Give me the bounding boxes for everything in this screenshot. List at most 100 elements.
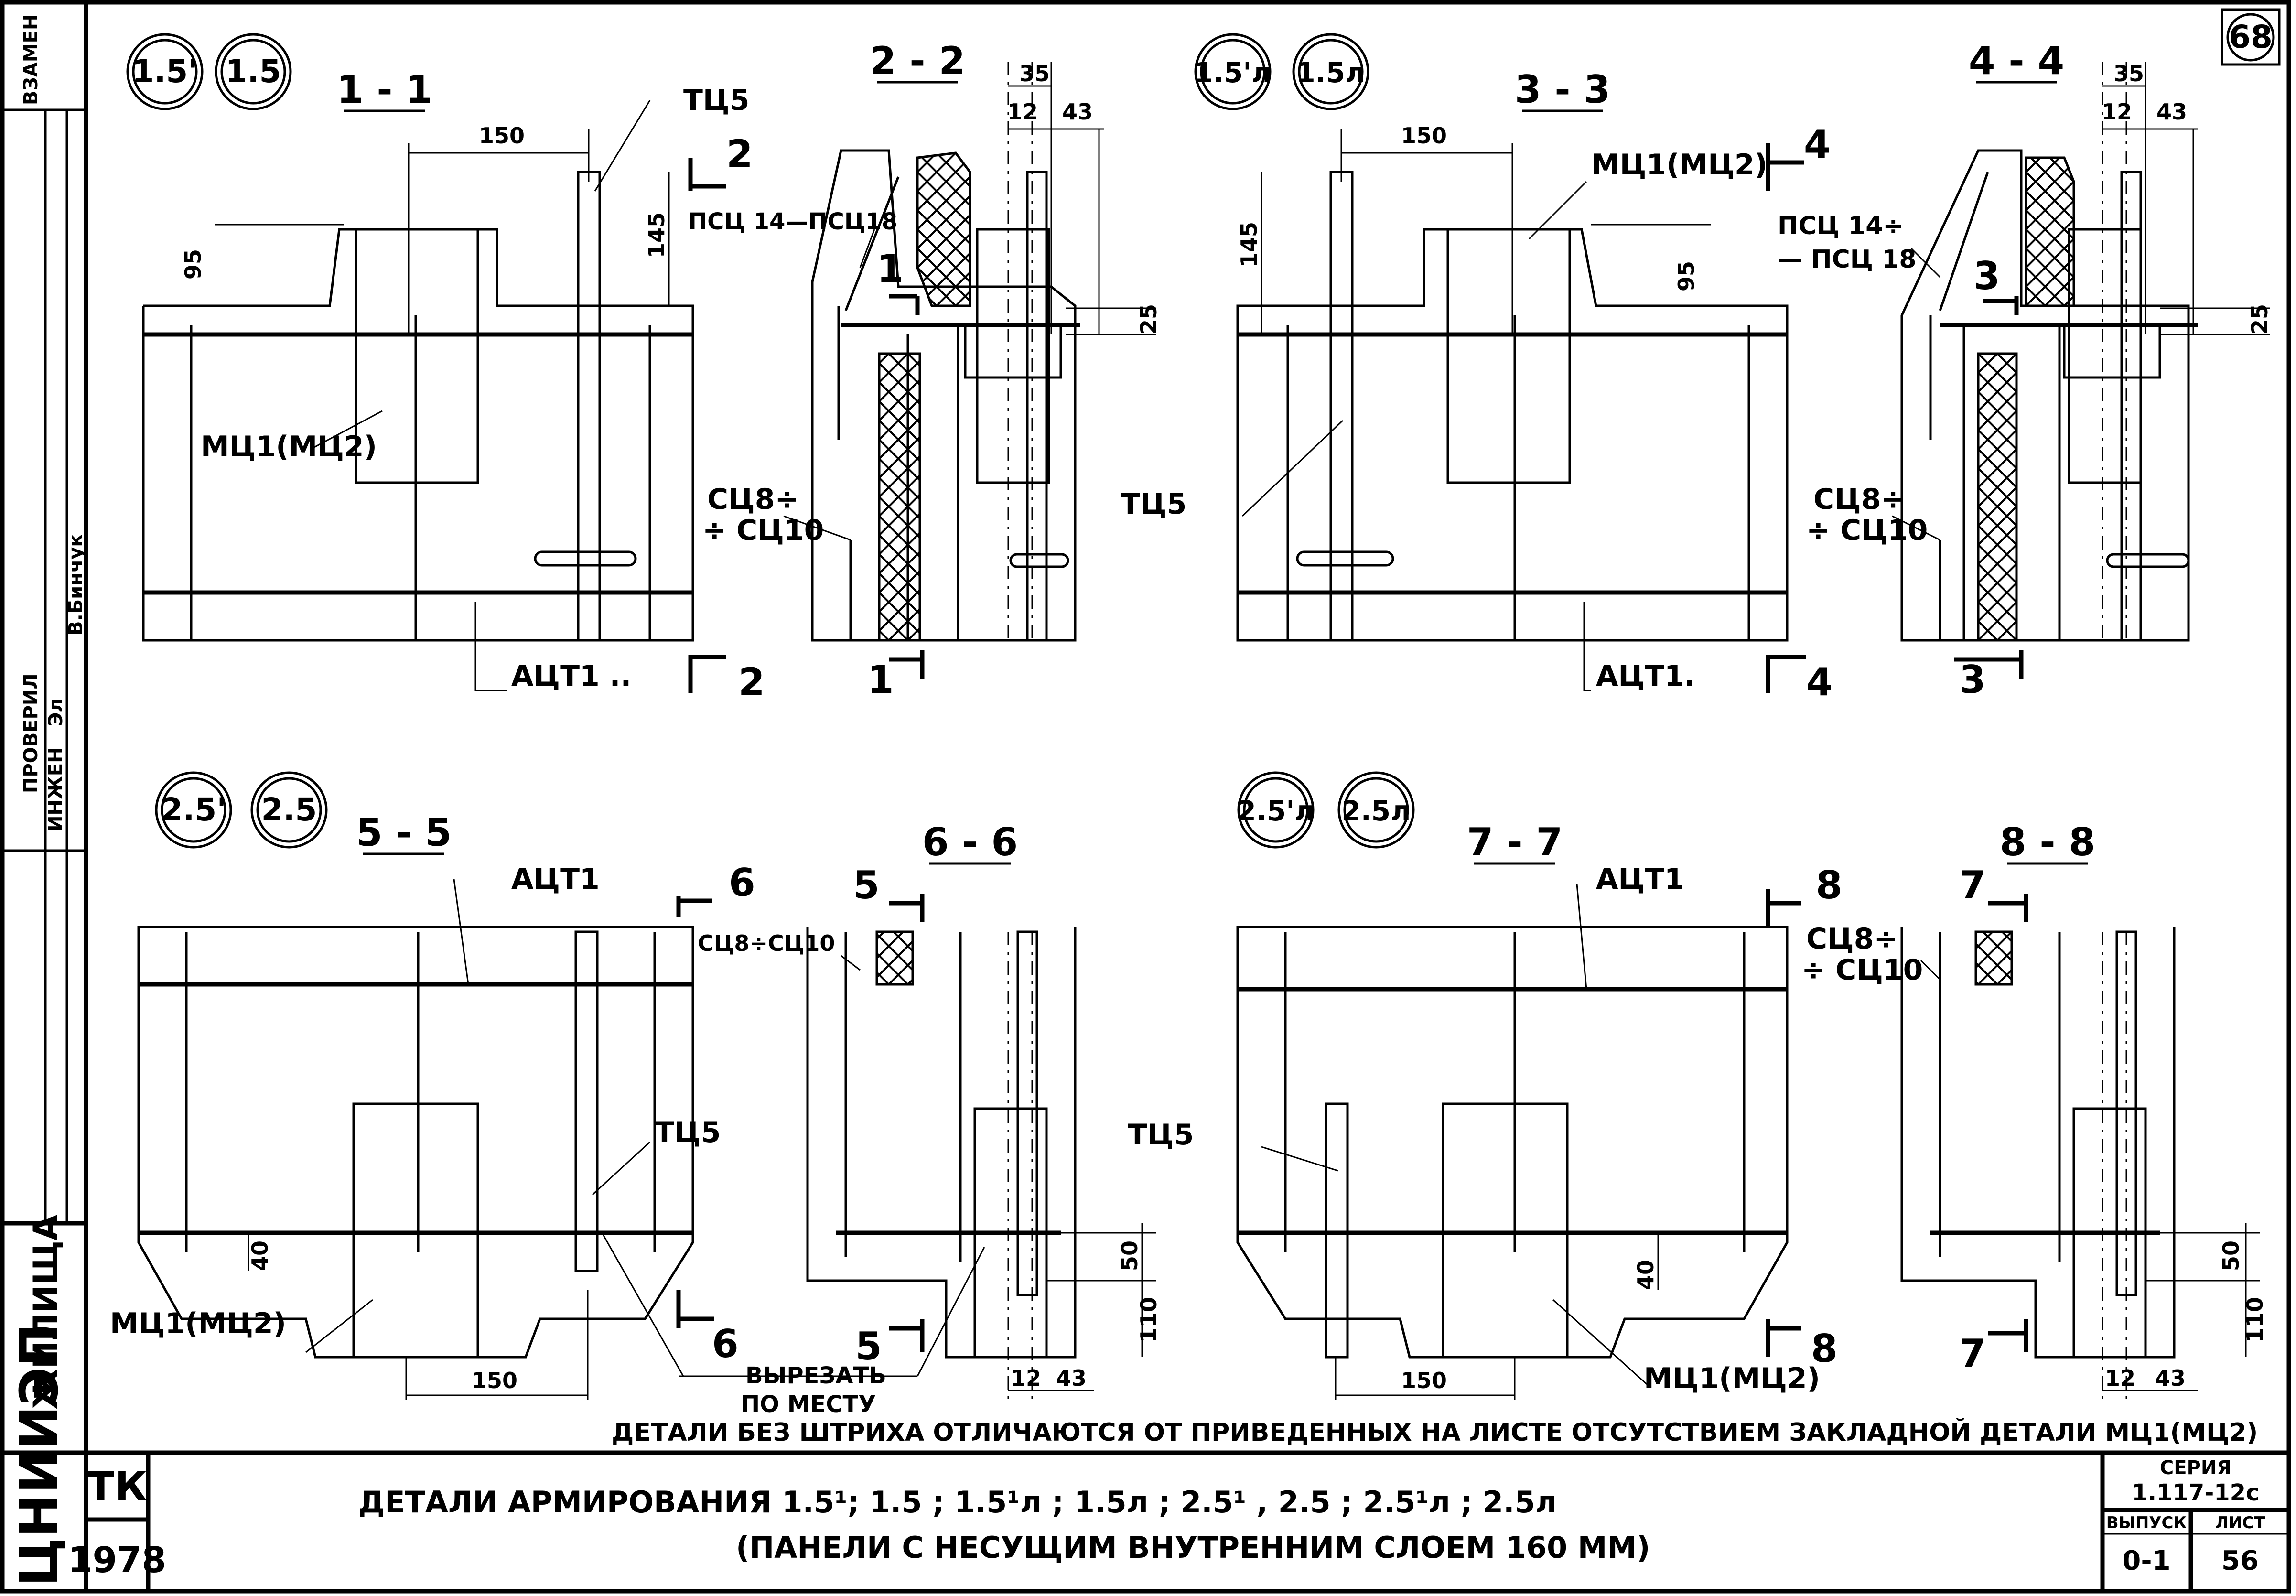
svg-text:1: 1 xyxy=(877,247,904,291)
marker-2-5l-prime: 2.5'л xyxy=(1237,795,1315,827)
svg-text:8: 8 xyxy=(1816,863,1843,907)
label-sc-d-a: СЦ8÷ xyxy=(1813,483,1905,516)
svg-text:6: 6 xyxy=(712,1322,739,1366)
stamp-proveril: ПРОВЕРИЛ xyxy=(20,673,42,793)
section-8-8: 8 - 8 xyxy=(2000,820,2095,864)
label-psc-a: ПСЦ 14÷ xyxy=(1778,212,1904,240)
view-7-7: 150 40 АЦТ1 ТЦ5 МЦ1(МЦ2) 8 8 xyxy=(1128,863,1843,1400)
svg-text:150: 150 xyxy=(479,123,525,149)
label-sc-h-a: СЦ8÷ xyxy=(1806,922,1898,956)
stamp-org: ЦНИИЭП xyxy=(9,1323,70,1586)
svg-text:4: 4 xyxy=(1806,660,1833,704)
label-psc-b: — ПСЦ 18 xyxy=(1778,245,1917,274)
series-value: 1.117-12с xyxy=(2132,1479,2260,1506)
svg-text:95: 95 xyxy=(1673,261,1699,291)
section-2-2: 2 - 2 xyxy=(870,39,965,83)
vypusk-label: ВЫПУСК xyxy=(2106,1513,2187,1532)
svg-text:40: 40 xyxy=(247,1240,273,1271)
series-label: СЕРИЯ xyxy=(2160,1457,2231,1479)
sheet-number: 68 xyxy=(2221,8,2281,66)
vypusk-value: 0-1 xyxy=(2122,1545,2170,1576)
svg-text:150: 150 xyxy=(1401,123,1447,149)
marker-1-5l-prime: 1.5'л xyxy=(1194,56,1272,89)
svg-text:35: 35 xyxy=(2113,61,2144,86)
svg-text:7: 7 xyxy=(1959,1331,1986,1376)
label-mc-a: МЦ1(МЦ2) xyxy=(201,430,377,464)
stamp-name: В.Бинчук xyxy=(65,534,87,636)
label-mc-g: МЦ1(МЦ2) xyxy=(1644,1362,1820,1395)
label-act1-g: АЦТ1 xyxy=(1596,863,1684,896)
svg-text:50: 50 xyxy=(2218,1240,2244,1271)
title-block: ТК 1978 ДЕТАЛИ АРМИРОВАНИЯ 1.5¹; 1.5 ; 1… xyxy=(68,1457,2265,1581)
svg-text:40: 40 xyxy=(1633,1260,1659,1290)
svg-text:5: 5 xyxy=(853,863,880,907)
label-sc-a: СЦ8÷ xyxy=(707,483,799,516)
label-tc5-e: ТЦ5 xyxy=(655,1116,721,1149)
svg-text:8: 8 xyxy=(1811,1326,1838,1371)
view-6-6: 50 110 12 43 СЦ8÷СЦ10 5 5 xyxy=(698,863,1162,1400)
label-act1-a: АЦТ1 .. xyxy=(511,659,631,693)
title-year: 1978 xyxy=(68,1540,166,1581)
svg-text:4: 4 xyxy=(1804,122,1831,167)
svg-text:145: 145 xyxy=(644,212,669,258)
svg-text:7: 7 xyxy=(1959,863,1986,907)
list-value: 56 xyxy=(2221,1545,2259,1576)
svg-text:1: 1 xyxy=(867,658,894,702)
svg-text:5: 5 xyxy=(855,1324,882,1369)
svg-text:43: 43 xyxy=(2156,99,2187,125)
svg-text:25: 25 xyxy=(1136,304,1162,334)
sheet-note: ДЕТАЛИ БЕЗ ШТРИХА ОТЛИЧАЮТСЯ ОТ ПРИВЕДЕН… xyxy=(612,1418,2258,1447)
label-sc-d-b: ÷ СЦ10 xyxy=(1806,514,1928,547)
svg-text:150: 150 xyxy=(472,1368,517,1393)
svg-text:12: 12 xyxy=(1011,1365,1041,1391)
view-2-2: 35 12 43 25 ПСЦ 14—ПСЦ18 СЦ8÷ ÷ СЦ10 1 1 xyxy=(688,61,1162,702)
marker-1-5: 1.5 xyxy=(226,53,281,90)
svg-text:95: 95 xyxy=(180,249,206,280)
svg-text:43: 43 xyxy=(2155,1365,2186,1391)
section-1-1: 1 - 1 xyxy=(337,67,432,112)
svg-text:3: 3 xyxy=(1973,254,2000,298)
svg-text:2: 2 xyxy=(738,660,765,704)
svg-text:43: 43 xyxy=(1062,99,1093,125)
sheet-frame xyxy=(84,0,2291,1594)
view-1-1: 150 95 145 ТЦ5 МЦ1(МЦ2) АЦТ1 .. 2 2 xyxy=(142,84,765,704)
svg-text:2: 2 xyxy=(726,132,753,176)
svg-text:12: 12 xyxy=(2105,1365,2135,1391)
label-sc-h-b: ÷ СЦ10 xyxy=(1801,953,1923,987)
label-act1-c: АЦТ1. xyxy=(1596,659,1695,693)
marker-2-5l: 2.5л xyxy=(1341,795,1411,827)
svg-text:43: 43 xyxy=(1056,1365,1087,1391)
stamp-vzamen: ВЗАМЕН xyxy=(20,14,42,105)
stamp-zhilishcha: ЖИЛИЩА xyxy=(26,1215,65,1410)
label-tc5-a: ТЦ5 xyxy=(683,84,749,117)
stamp-signature: Эл xyxy=(45,698,67,726)
svg-text:12: 12 xyxy=(2102,99,2132,125)
section-5-5: 5 - 5 xyxy=(356,810,452,855)
label-cut-2: ПО МЕСТУ xyxy=(741,1391,876,1418)
label-psc: ПСЦ 14—ПСЦ18 xyxy=(688,208,897,235)
view-8-8: 50 110 12 43 СЦ8÷ ÷ СЦ10 7 7 xyxy=(1801,863,2268,1400)
section-6-6: 6 - 6 xyxy=(922,820,1018,864)
view-3-3: 150 145 95 МЦ1(МЦ2) ТЦ5 АЦТ1. 4 4 xyxy=(1121,122,1833,704)
section-3-3: 3 - 3 xyxy=(1515,67,1610,112)
svg-text:110: 110 xyxy=(2242,1297,2268,1343)
label-tc5-c: ТЦ5 xyxy=(1121,487,1186,521)
view-5-5: 150 40 АЦТ1 ТЦ5 МЦ1(МЦ2) ВЫРЕЗАТЬ ПО МЕС… xyxy=(110,861,985,1418)
list-label: ЛИСТ xyxy=(2215,1513,2266,1532)
label-tc5-g: ТЦ5 xyxy=(1128,1118,1194,1152)
marker-1-5l: 1.5л xyxy=(1296,56,1365,89)
svg-text:150: 150 xyxy=(1401,1368,1447,1393)
svg-text:110: 110 xyxy=(1136,1297,1162,1343)
svg-text:6: 6 xyxy=(729,861,755,905)
svg-text:50: 50 xyxy=(1117,1240,1143,1271)
section-4-4: 4 - 4 xyxy=(1969,39,2064,83)
title-tk: ТК xyxy=(87,1463,147,1510)
label-sc-b: ÷ СЦ10 xyxy=(702,514,824,547)
label-mc-e: МЦ1(МЦ2) xyxy=(110,1307,286,1340)
svg-text:35: 35 xyxy=(1019,61,1050,86)
title-line1: ДЕТАЛИ АРМИРОВАНИЯ 1.5¹; 1.5 ; 1.5¹л ; 1… xyxy=(358,1485,1557,1520)
marker-2-5: 2.5 xyxy=(261,791,317,828)
section-titles: 1 - 1 2 - 2 3 - 3 4 - 4 5 - 5 6 - 6 7 - … xyxy=(337,39,2095,865)
svg-text:25: 25 xyxy=(2247,304,2273,334)
